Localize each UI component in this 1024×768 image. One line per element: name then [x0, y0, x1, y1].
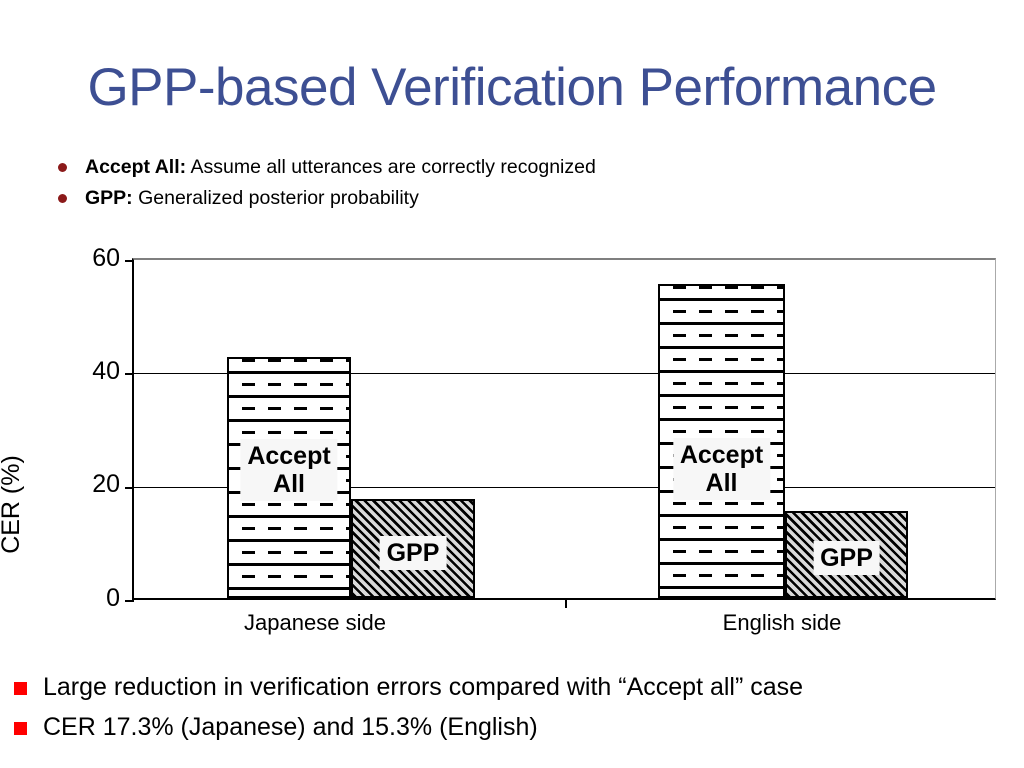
y-axis-label-wrap: CER (%): [0, 370, 64, 554]
list-item: Large reduction in verification errors c…: [14, 672, 1024, 703]
y-tick-label-0: 0: [106, 584, 120, 612]
top-bullet-rest-1: Generalized posterior probability: [132, 187, 419, 209]
y-tick-mark-60: [125, 260, 134, 262]
bottom-bullet-text-1: CER 17.3% (Japanese) and 15.3% (English): [43, 713, 538, 741]
bar-accept-all-english[interactable]: Accept All: [658, 284, 785, 598]
top-bullet-rest-0: Assume all utterances are correctly reco…: [186, 156, 596, 178]
list-item: Accept All: Assume all utterances are co…: [58, 154, 998, 180]
y-tick-label-60: 60: [92, 244, 120, 272]
bar-gpp-english[interactable]: GPP: [785, 511, 908, 598]
y-tick-mark-0: [125, 600, 134, 602]
bottom-bullet-list: Large reduction in verification errors c…: [14, 672, 1024, 752]
bottom-bullet-text-0: Large reduction in verification errors c…: [43, 673, 804, 701]
top-bullet-bold-1: GPP:: [85, 187, 133, 209]
list-item: GPP: Generalized posterior probability: [58, 185, 998, 211]
bullet-square-icon: [14, 682, 27, 695]
bar-label-accept-all-english: Accept All: [672, 438, 771, 500]
top-bullet-list: Accept All: Assume all utterances are co…: [58, 154, 998, 216]
bar-accept-all-japanese[interactable]: Accept All: [227, 357, 351, 598]
y-tick-mark-40: [125, 373, 134, 375]
bullet-dot-icon: [58, 194, 67, 203]
bar-gpp-japanese[interactable]: GPP: [351, 499, 475, 598]
list-item: CER 17.3% (Japanese) and 15.3% (English): [14, 712, 1024, 743]
bullet-square-icon: [14, 722, 27, 735]
gridline-20: [134, 487, 995, 488]
bar-chart: CER (%) 60 40 20 0 Accept All GPP: [0, 230, 1024, 635]
top-bullet-text-0: Accept All: Assume all utterances are co…: [85, 154, 596, 180]
x-category-label-english: English side: [722, 610, 842, 635]
bar-label-gpp-japanese: GPP: [379, 536, 447, 570]
bar-label-gpp-english: GPP: [813, 541, 880, 575]
y-axis-label: CER (%): [0, 455, 25, 554]
bullet-dot-icon: [58, 163, 67, 172]
top-bullet-bold-0: Accept All:: [85, 156, 187, 178]
y-tick-mark-20: [125, 487, 134, 489]
plot-area: Accept All GPP Accept All GPP: [125, 258, 996, 608]
gridline-40: [134, 373, 995, 374]
page-title: GPP-based Verification Performance: [87, 58, 937, 117]
x-axis-tick-mid: [565, 598, 567, 608]
bar-label-accept-all-japanese: Accept All: [240, 439, 338, 501]
y-tick-label-20: 20: [92, 470, 120, 498]
x-category-label-japanese: Japanese side: [244, 610, 386, 635]
y-tick-label-40: 40: [92, 357, 120, 385]
top-bullet-text-1: GPP: Generalized posterior probability: [85, 185, 419, 211]
